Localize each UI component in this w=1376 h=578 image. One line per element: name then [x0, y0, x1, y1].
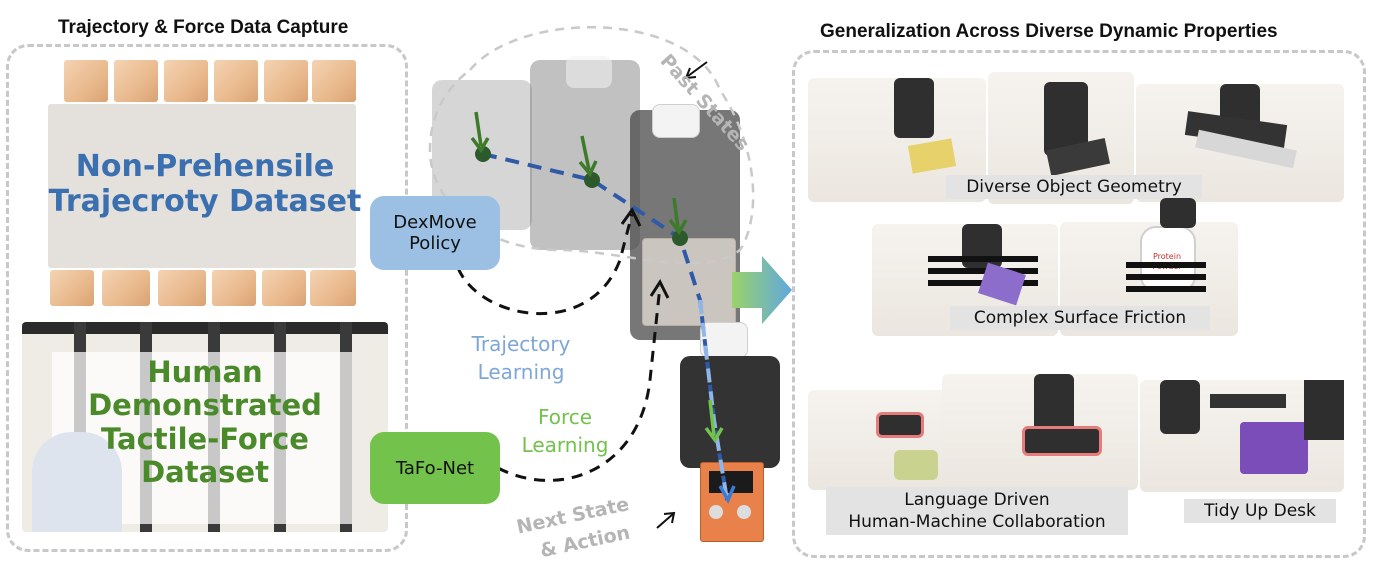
photo-tile: [264, 60, 308, 102]
human-demo-photo: [22, 322, 388, 532]
state-point: [672, 230, 688, 246]
label-surface-friction: Complex Surface Friction: [950, 306, 1210, 330]
force-line2: Learning: [521, 433, 609, 457]
trajectory-line-light: [698, 299, 729, 501]
label-language-driven: Language Driven Human-Machine Collaborat…: [826, 487, 1128, 535]
photo-tile: [214, 60, 258, 102]
past-states-outline: [428, 26, 755, 265]
photo-tile: [262, 270, 306, 306]
traj-line1: Trajectory: [471, 332, 571, 356]
policy-line2: Policy: [409, 233, 461, 254]
dataset1-line2: Trajecroty Dataset: [48, 183, 362, 219]
trajectory-learning-label: Trajectory Learning: [456, 330, 586, 386]
policy-curve: [456, 213, 634, 315]
faded-photo-block: [48, 104, 356, 268]
photo-tile: [102, 270, 150, 306]
robot-next-state: [680, 356, 780, 468]
force-line1: Force: [537, 405, 593, 429]
scene-tidy-desk: [1140, 380, 1344, 492]
right-title: Generalization Across Diverse Dynamic Pr…: [820, 21, 1278, 42]
dataset2-line1: Human: [147, 355, 263, 389]
photo-tile: [114, 60, 158, 102]
photo-tile: [310, 270, 356, 306]
photo-tile: [312, 60, 356, 102]
tafo-label: TaFo-Net: [395, 457, 475, 479]
force-arrow: [580, 135, 591, 171]
tactile-force-dataset-label: Human Demonstrated Tactile-Force Dataset: [60, 355, 350, 490]
force-arrow: [672, 197, 680, 229]
label-diverse-geometry: Diverse Object Geometry: [946, 175, 1202, 199]
traj-line2: Learning: [477, 360, 565, 384]
right-panel: [792, 50, 1366, 558]
trajectory-line: [482, 152, 729, 501]
dataset2-line4: Dataset: [141, 455, 269, 490]
language-line2: Human-Machine Collaboration: [848, 512, 1106, 532]
force-arrow: [708, 399, 716, 437]
dataset2-line3: Tactile-Force: [101, 421, 309, 456]
scene-language-2: [942, 374, 1138, 490]
policy-line1: DexMove: [393, 212, 477, 233]
next-state-arrow: [656, 513, 674, 529]
photo-tile: [50, 270, 94, 306]
tafo-curve: [497, 285, 662, 482]
power-supply-base: [642, 238, 736, 326]
state-point: [584, 172, 600, 188]
label-tidy-desk: Tidy Up Desk: [1184, 499, 1336, 523]
scene-language-1: [808, 390, 950, 490]
trajectory-dataset-label: Non-Prehensile Trajecroty Dataset: [40, 149, 370, 219]
dexmove-policy-box: DexMove Policy: [370, 196, 500, 270]
left-title: Trajectory & Force Data Capture: [58, 17, 349, 38]
photo-tile: [64, 60, 108, 102]
dataset2-line2: Demonstrated: [88, 388, 322, 423]
left-panel: [6, 44, 408, 552]
tafo-net-box: TaFo-Net: [370, 432, 500, 504]
robot-head: [652, 104, 700, 138]
dataset1-line1: Non-Prehensile: [75, 149, 335, 184]
force-learning-label: Force Learning: [510, 403, 620, 459]
force-arrow: [474, 111, 483, 147]
robot-gripper-friction: [1160, 198, 1196, 228]
trajectory-photo-grid: [48, 56, 356, 306]
photo-tile: [164, 60, 208, 102]
robot-head-ghost: [566, 56, 612, 88]
bottle-line1: Protein: [1152, 252, 1182, 261]
past-states-arrow: [687, 61, 708, 77]
photo-tile: [212, 270, 256, 306]
photo-tile: [158, 270, 206, 306]
big-arrow: [732, 256, 792, 324]
language-line1: Language Driven: [904, 490, 1050, 510]
